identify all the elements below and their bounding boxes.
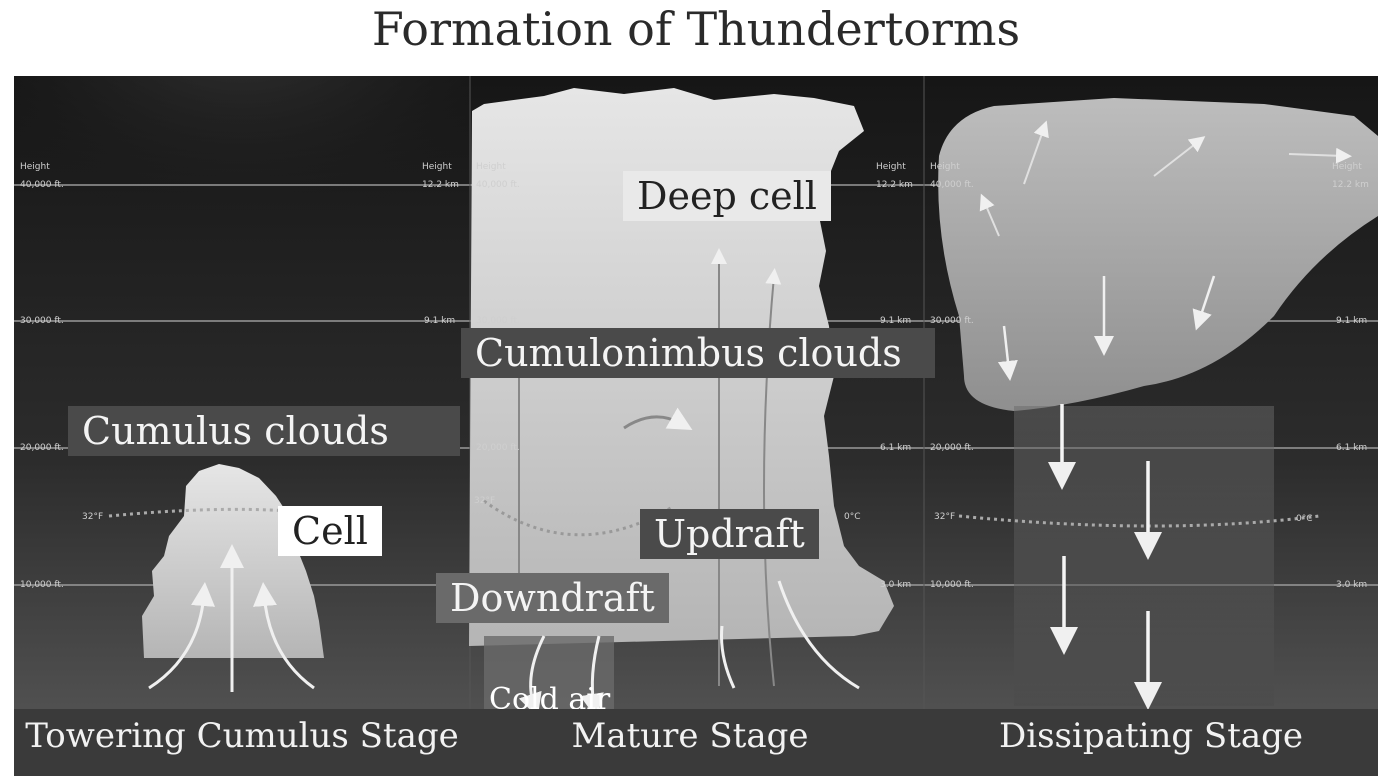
dissipating-anvil-cloud	[938, 98, 1378, 411]
stage-bar	[14, 709, 1378, 776]
altitude-km-label: 9.1 km	[1336, 316, 1368, 326]
height-label: Height	[1332, 162, 1362, 172]
height-label: Height	[20, 162, 50, 172]
updraft-label: Updraft	[640, 509, 819, 559]
altitude-km-label: 9.1 km	[880, 316, 912, 326]
altitude-ft-label: 30,000 ft.	[20, 316, 64, 326]
cumulonimbus-clouds-label: Cumulonimbus clouds	[461, 328, 935, 378]
height-label: Height	[876, 162, 906, 172]
altitude-ft-label: 30,000 ft.	[476, 316, 520, 326]
altitude-km-label: 12.2 km	[876, 180, 913, 190]
altitude-km-label: 3.0 km	[1336, 580, 1368, 590]
altitude-km-label: 9.1 km	[424, 316, 456, 326]
thunderstorm-diagram: Height 40,000 ft. Height 12.2 km Height …	[14, 76, 1378, 776]
altitude-ft-label: 40,000 ft.	[20, 180, 64, 190]
altitude-ft-label: 20,000 ft.	[476, 443, 520, 453]
altitude-km-label: 3.0 km	[880, 580, 912, 590]
altitude-km-label: 12.2 km	[1332, 180, 1369, 190]
stage-label-dissipating: Dissipating Stage	[998, 716, 1304, 756]
freezing-f-label: 32°F	[934, 512, 956, 522]
downdraft-label: Downdraft	[436, 573, 669, 623]
altitude-ft-label: 40,000 ft.	[930, 180, 974, 190]
altitude-km-label: 12.2 km	[422, 180, 459, 190]
altitude-ft-label: 40,000 ft.	[476, 180, 520, 190]
freezing-c-label: 0°C	[1296, 514, 1313, 524]
deep-cell-label: Deep cell	[623, 171, 831, 221]
stage-label-mature: Mature Stage	[571, 716, 809, 756]
altitude-ft-label: 30,000 ft.	[930, 316, 974, 326]
stage-label-towering-cumulus: Towering Cumulus Stage	[25, 716, 459, 756]
altitude-km-label: 6.1 km	[1336, 443, 1368, 453]
height-label: Height	[476, 162, 506, 172]
altitude-km-label: 6.1 km	[880, 443, 912, 453]
freezing-f-label: 32°F	[474, 496, 496, 506]
altitude-ft-label: 20,000 ft.	[930, 443, 974, 453]
height-label: Height	[422, 162, 452, 172]
altitude-ft-label: 10,000 ft.	[20, 580, 64, 590]
height-label: Height	[930, 162, 960, 172]
diagram-title: Formation of Thundertorms	[371, 2, 1021, 56]
cell-label: Cell	[278, 506, 382, 556]
cumulus-clouds-label: Cumulus clouds	[68, 406, 460, 456]
altitude-ft-label: 20,000 ft.	[20, 443, 64, 453]
altitude-ft-label: 10,000 ft.	[930, 580, 974, 590]
freezing-c-label: 0°C	[844, 512, 861, 522]
freezing-f-label: 32°F	[82, 512, 104, 522]
